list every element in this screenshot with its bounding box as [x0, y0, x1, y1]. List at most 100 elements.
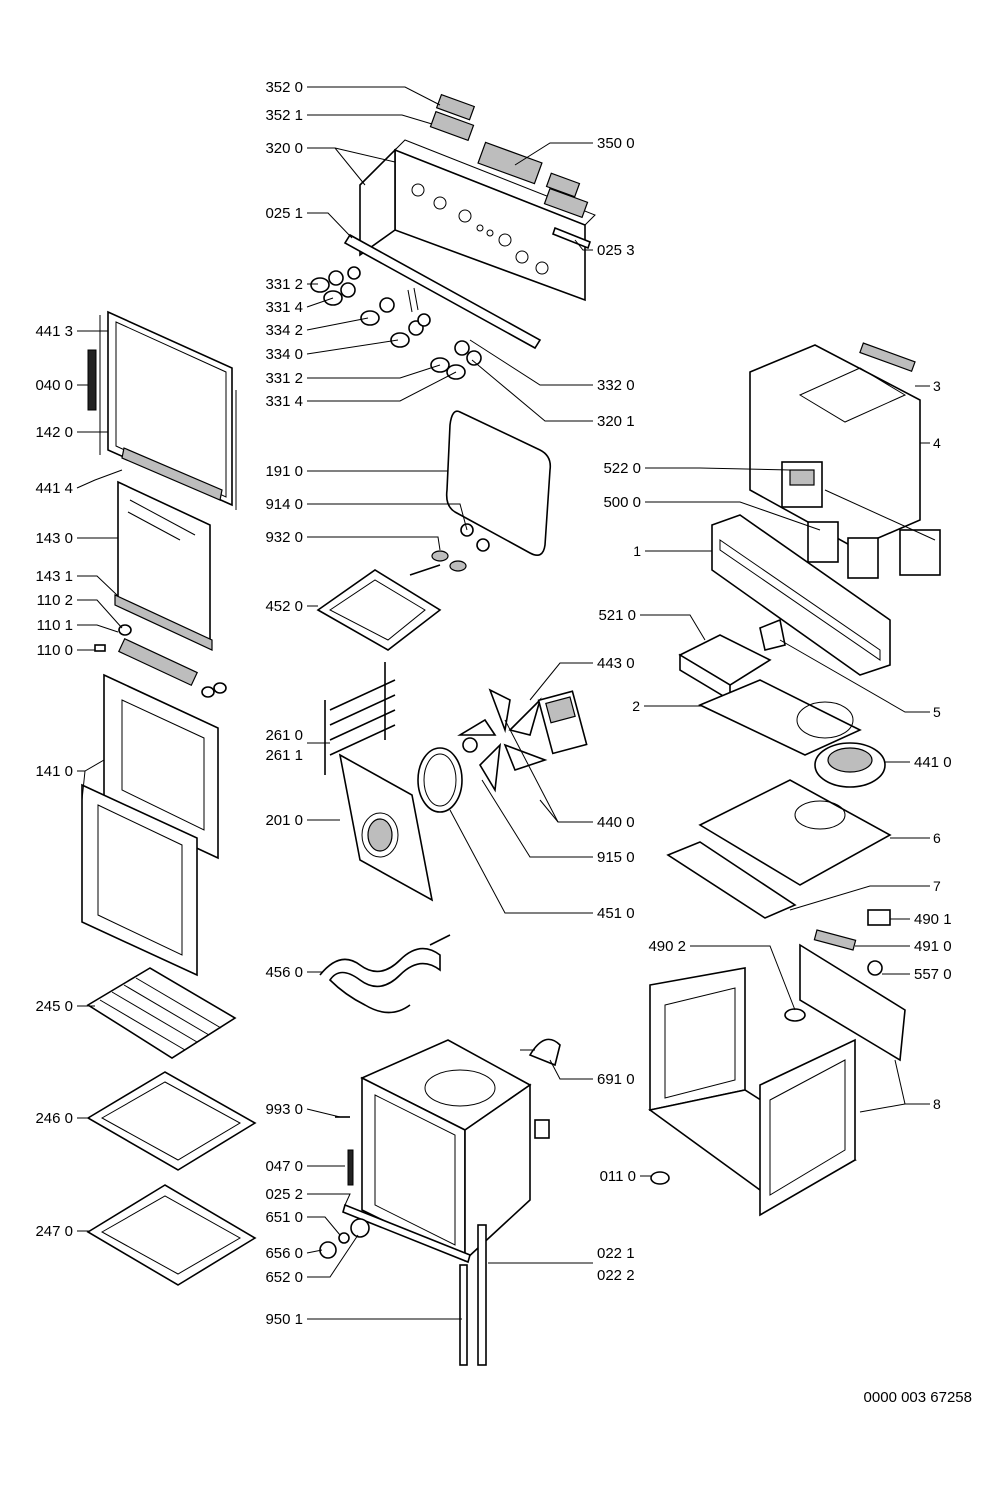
label-261-0: 261 0 [265, 727, 303, 744]
label-143-0: 143 0 [35, 530, 73, 547]
label-331-4-b: 331 4 [265, 393, 303, 410]
label-491-0: 491 0 [914, 938, 952, 955]
label-7: 7 [933, 878, 941, 894]
label-3: 3 [933, 378, 941, 394]
label-522-0: 522 0 [603, 460, 641, 477]
label-331-4-a: 331 4 [265, 299, 303, 316]
oven-cavity [360, 1039, 550, 1262]
label-143-1: 143 1 [35, 568, 73, 585]
inner-glass [117, 480, 211, 642]
label-914-0: 914 0 [265, 496, 303, 513]
label-201-0: 201 0 [265, 812, 303, 829]
label-320-0: 320 0 [265, 140, 303, 157]
label-656-0: 656 0 [265, 1245, 303, 1262]
label-025-2: 025 2 [265, 1186, 303, 1203]
label-521-0: 521 0 [598, 607, 636, 624]
lower-element [319, 934, 451, 1014]
label-490-2: 490 2 [648, 938, 686, 955]
label-950-1: 950 1 [265, 1311, 303, 1328]
label-441-4: 441 4 [35, 480, 73, 497]
label-110-0: 110 0 [37, 642, 73, 659]
label-331-2-a: 331 2 [265, 276, 303, 293]
baking-tray-1 [86, 1071, 257, 1171]
label-993-0: 993 0 [265, 1101, 303, 1118]
label-441-0: 441 0 [914, 754, 952, 771]
fan-cover [338, 753, 434, 902]
front-trim-strips [335, 1116, 487, 1366]
label-142-0: 142 0 [35, 424, 73, 441]
glass-support-strip [114, 594, 213, 651]
label-352-1: 352 1 [265, 107, 303, 124]
bottom-knob [319, 1218, 370, 1259]
label-452-0: 452 0 [265, 598, 303, 615]
relay-module [781, 461, 823, 508]
label-047-0: 047 0 [265, 1158, 303, 1175]
trim-strip-upper [343, 226, 591, 350]
label-247-0: 247 0 [35, 1223, 73, 1240]
door-hinge-strip [121, 447, 223, 501]
label-2: 2 [632, 698, 640, 714]
lamp-holder [520, 1038, 561, 1067]
label-5: 5 [933, 704, 941, 720]
label-141-0: 141 0 [35, 763, 73, 780]
fan-blade [457, 688, 548, 793]
label-1: 1 [633, 543, 641, 559]
label-915-0: 915 0 [597, 849, 635, 866]
side-rack [324, 662, 396, 775]
cooling-fan [814, 742, 886, 788]
label-456-0: 456 0 [265, 964, 303, 981]
label-332-0: 332 0 [597, 377, 635, 394]
label-350-0: 350 0 [597, 135, 635, 152]
label-6: 6 [933, 830, 941, 846]
bottom-plate [698, 779, 892, 886]
fan-housing-plate [698, 679, 862, 756]
door-gasket [445, 410, 552, 556]
label-022-2: 022 2 [597, 1267, 635, 1284]
control-knobs [310, 266, 482, 380]
label-443-0: 443 0 [597, 655, 635, 672]
circular-element [417, 747, 463, 813]
label-652-0: 652 0 [265, 1269, 303, 1286]
label-110-2: 110 2 [37, 592, 73, 609]
switch-parts [813, 909, 891, 976]
label-022-1: 022 1 [597, 1245, 635, 1262]
label-500-0: 500 0 [603, 494, 641, 511]
electronic-module [807, 489, 941, 579]
label-245-0: 245 0 [35, 998, 73, 1015]
control-brackets [429, 93, 589, 219]
label-261-1: 261 1 [265, 747, 303, 764]
label-440-0: 440 0 [597, 814, 635, 831]
label-191-0: 191 0 [265, 463, 303, 480]
label-331-2-b: 331 2 [265, 370, 303, 387]
front-frame [711, 514, 891, 676]
wire-shelf [86, 967, 237, 1059]
outer-casing [648, 943, 906, 1217]
label-4: 4 [933, 435, 941, 451]
label-025-1: 025 1 [265, 205, 303, 222]
part-labels: 352 0 352 1 320 0 025 1 331 2 331 4 334 … [35, 79, 951, 1328]
top-cover [749, 342, 921, 549]
label-025-3: 025 3 [597, 242, 635, 259]
control-panel [359, 139, 596, 302]
label-320-1: 320 1 [597, 413, 635, 430]
outer-door-frame [87, 310, 237, 510]
label-352-0: 352 0 [265, 79, 303, 96]
baking-tray-2 [86, 1184, 257, 1286]
label-451-0: 451 0 [597, 905, 635, 922]
fan-motor [537, 690, 588, 755]
label-011-0: 011 0 [600, 1168, 636, 1185]
leader-lines [76, 86, 930, 1320]
grill-element [316, 523, 490, 651]
base-strip [666, 841, 797, 919]
document-number: 0000 003 67258 [864, 1389, 972, 1406]
control-board [678, 618, 786, 702]
door-frame-lower [81, 783, 198, 977]
label-334-2: 334 2 [265, 322, 303, 339]
label-334-0: 334 0 [265, 346, 303, 363]
label-8: 8 [933, 1096, 941, 1112]
label-691-0: 691 0 [597, 1071, 635, 1088]
label-490-1: 490 1 [914, 911, 952, 928]
label-040-0: 040 0 [35, 377, 73, 394]
label-932-0: 932 0 [265, 529, 303, 546]
